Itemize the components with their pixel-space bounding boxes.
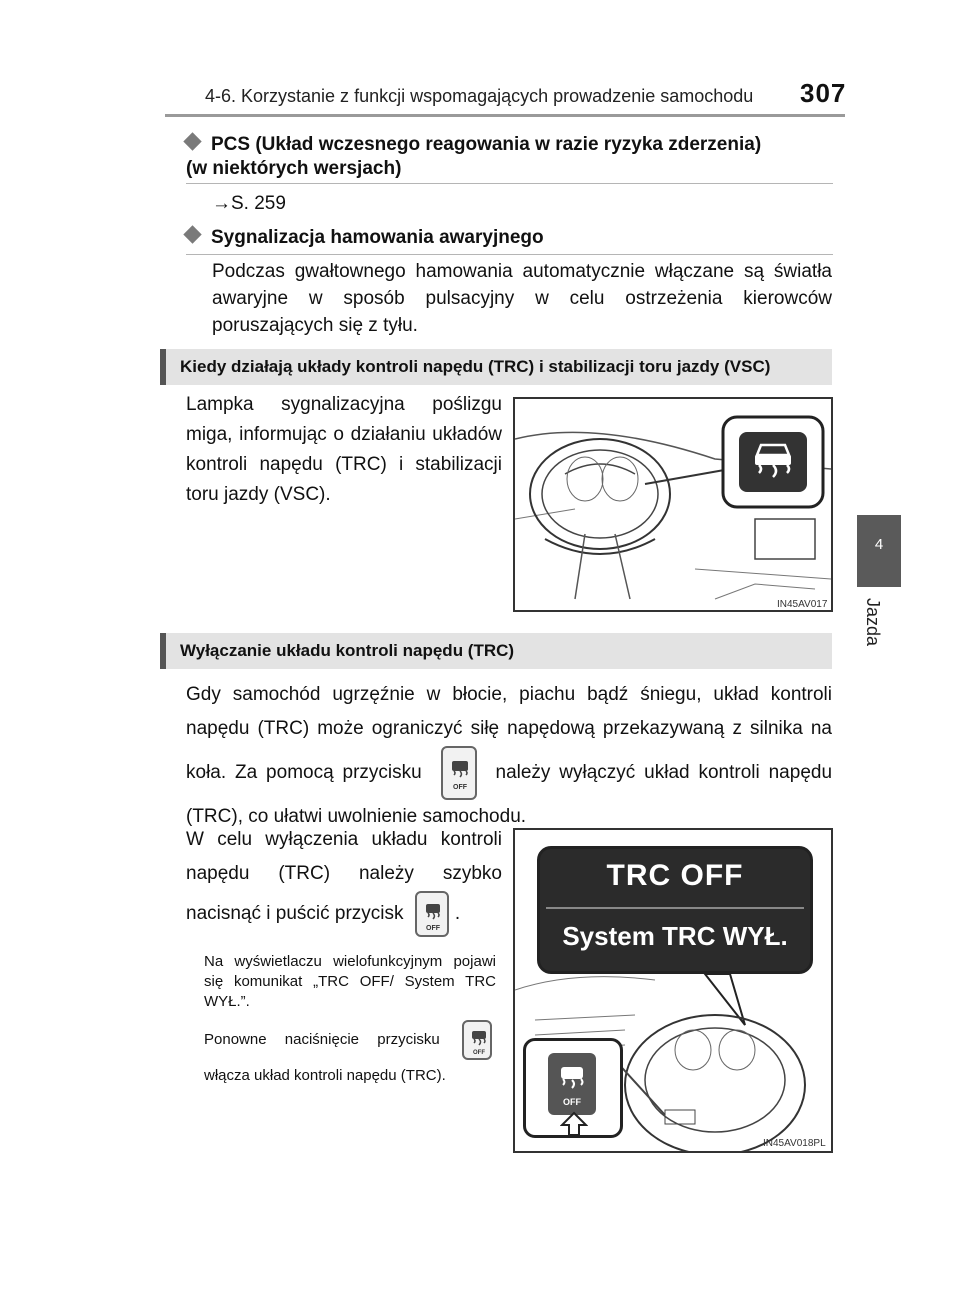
trc-off-display-illustration: TRC OFF System TRC WYŁ. OFF IN45AV018PL <box>513 828 833 1153</box>
section-trc-off-note2-b: włącza układ kontroli napędu (TRC). <box>204 1067 446 1084</box>
section-trc-vsc-title: Kiedy działają układy kontroli napędu (T… <box>180 357 771 376</box>
hazard-heading: Sygnalizacja hamowania awaryjnego <box>183 225 544 250</box>
section-trc-off-para1-a: Gdy samochód ugrzęźnie w błocie, piachu … <box>186 684 832 784</box>
illustration-code: IN45AV017 <box>777 599 828 610</box>
chapter-tab-number: 4 <box>874 536 884 553</box>
arrow-icon: → <box>212 193 231 214</box>
dashboard-drawing <box>514 415 832 600</box>
pcs-reference: →S. 259 <box>212 190 286 217</box>
button-off-text: OFF <box>426 925 441 932</box>
section-trc-off-title: Wyłączanie układu kontroli napędu (TRC) <box>180 641 515 660</box>
trc-off-button: OFF <box>548 1053 596 1115</box>
chapter-tab-label: Jazda <box>863 598 883 647</box>
section-trc-off-note2: Ponowne naciśnięcie przycisku OFF włącza… <box>204 1020 496 1092</box>
diamond-bullet-icon <box>183 132 202 151</box>
button-off-text: OFF <box>563 1097 581 1107</box>
chapter-title: 4-6. Korzystanie z funkcji wspomagającyc… <box>205 86 754 106</box>
pcs-heading: PCS (Układ wczesnego reagowania w razie … <box>183 132 836 181</box>
display-trc-off-text: TRC OFF <box>606 859 744 892</box>
section-trc-off-para2-b: . <box>454 903 461 925</box>
display-system-trc-text: System TRC WYŁ. <box>562 921 788 951</box>
dashboard-slip-indicator-illustration: IN45AV017 <box>513 397 833 612</box>
trc-off-button-icon: OFF <box>440 746 477 800</box>
hazard-heading-text: Sygnalizacja hamowania awaryjnego <box>211 227 544 248</box>
trc-off-button-icon: OFF <box>462 1020 493 1060</box>
button-callout: OFF <box>523 1038 623 1138</box>
pcs-reference-text: S. 259 <box>231 193 286 214</box>
chapter-tab: 4 <box>857 515 901 587</box>
section-trc-off-para2: W celu wyłączenia układu kontroli napędu… <box>186 823 502 937</box>
multi-info-display: TRC OFF System TRC WYŁ. <box>537 846 813 974</box>
section-trc-off-para1: Gdy samochód ugrzęźnie w błocie, piachu … <box>186 678 832 834</box>
section-trc-vsc-title-bar: Kiedy działają układy kontroli napędu (T… <box>160 349 832 385</box>
trc-off-button-icon: OFF <box>414 891 449 937</box>
section-trc-off-note1: Na wyświetlaczu wielofunkcyjnym pojawi s… <box>204 953 496 1010</box>
button-off-text: OFF <box>453 784 468 791</box>
illustration-code: IN45AV018PL <box>763 1138 826 1149</box>
section-trc-off-note2-a: Ponowne naciśnięcie przycisku <box>204 1030 440 1048</box>
hazard-rule <box>186 254 833 255</box>
header-rule <box>165 114 845 117</box>
pcs-heading-line1: PCS (Układ wczesnego reagowania w razie … <box>211 134 762 155</box>
button-off-text: OFF <box>473 1050 485 1056</box>
hazard-body: Podczas gwałtownego hamowania automatycz… <box>212 261 832 336</box>
display-divider <box>546 907 804 909</box>
section-trc-off-title-bar: Wyłączanie układu kontroli napędu (TRC) <box>160 633 832 669</box>
section-trc-vsc-body: Lampka sygnalizacyjna poślizgu miga, inf… <box>186 394 502 505</box>
pcs-rule <box>186 183 833 184</box>
section-trc-off-para2-a: W celu wyłączenia układu kontroli napędu… <box>186 829 502 925</box>
pcs-heading-line2: (w niektórych wersjach) <box>186 158 402 179</box>
section-trc-off-para1-b: należy wyłączyć układ kontroli napędu (T… <box>186 762 833 827</box>
diamond-bullet-icon <box>183 225 202 244</box>
press-arrow-icon <box>560 1111 588 1136</box>
page-number: 307 <box>800 78 847 108</box>
